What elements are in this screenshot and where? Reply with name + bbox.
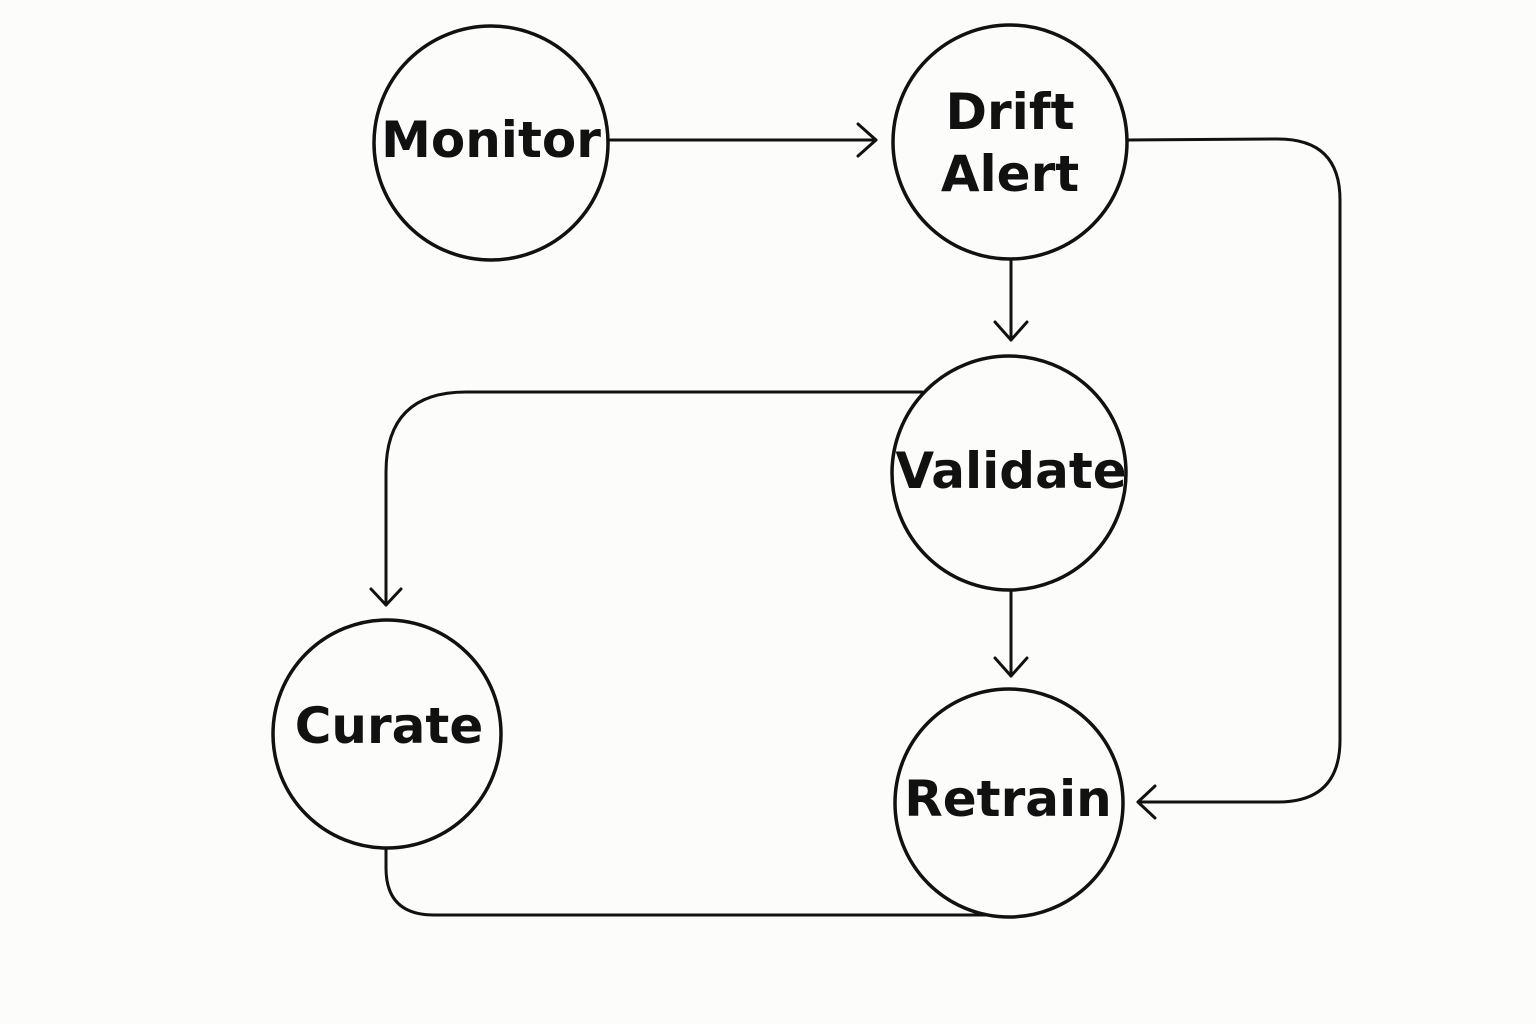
node-retrain: Retrain bbox=[893, 687, 1125, 919]
node-drift-alert-label-line1: Drift bbox=[946, 83, 1075, 141]
node-drift-alert-circle bbox=[891, 23, 1129, 261]
edge-curate-to-retrain bbox=[384, 846, 987, 917]
node-monitor-label: Monitor bbox=[381, 111, 601, 169]
node-monitor-circle bbox=[372, 24, 610, 262]
node-retrain-circle bbox=[893, 687, 1125, 919]
node-validate-circle bbox=[890, 354, 1128, 592]
edges bbox=[369, 122, 1342, 917]
edge-monitor-to-drift-alert bbox=[607, 122, 878, 158]
node-validate: Validate bbox=[890, 354, 1128, 592]
edge-validate-to-curate bbox=[369, 390, 924, 607]
edge-drift-alert-to-retrain bbox=[1125, 137, 1342, 820]
node-curate-label: Curate bbox=[295, 697, 484, 755]
node-validate-label: Validate bbox=[895, 442, 1126, 500]
node-drift-alert-label-line2: Alert bbox=[941, 145, 1079, 203]
node-monitor: Monitor bbox=[372, 24, 610, 262]
node-drift-alert: Drift Alert bbox=[891, 23, 1129, 261]
node-curate-circle bbox=[271, 618, 503, 850]
edge-validate-to-retrain bbox=[993, 588, 1029, 678]
edge-drift-alert-to-validate bbox=[993, 258, 1029, 342]
node-curate: Curate bbox=[271, 618, 503, 850]
node-retrain-label: Retrain bbox=[904, 770, 1111, 828]
